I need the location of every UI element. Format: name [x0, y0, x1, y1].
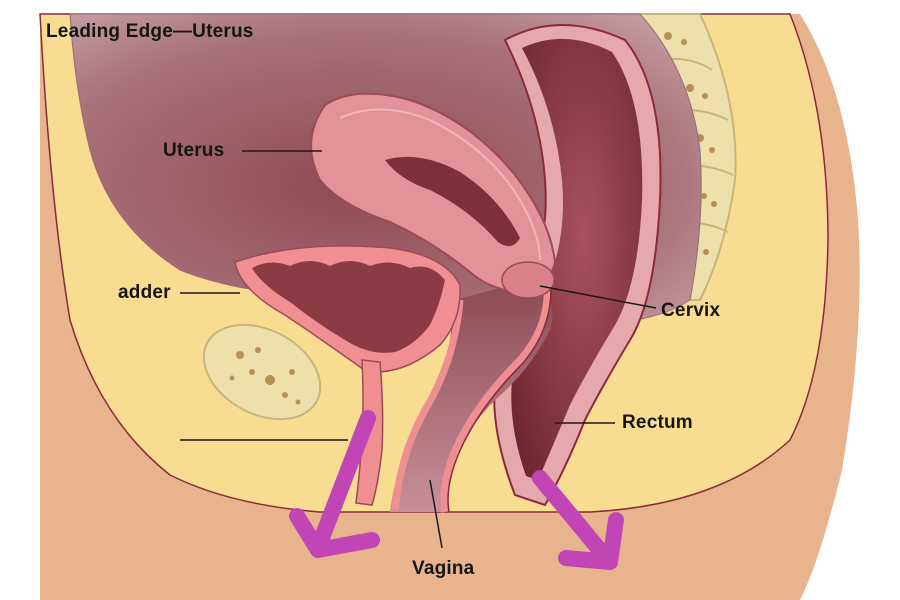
label-rectum: Rectum: [622, 412, 693, 433]
vagina: [390, 280, 553, 512]
leader-lines: [180, 150, 657, 549]
bladder-lumen: [252, 261, 445, 353]
arrow-down-right-icon: [532, 470, 624, 570]
arrow-down-left-icon: [289, 410, 380, 558]
label-cervix: Cervix: [661, 300, 721, 321]
vagina-wall-back-line: [447, 261, 552, 513]
rectum-cavity: [511, 38, 643, 481]
uterus-cavity: [385, 156, 520, 247]
label-vagina: Vagina: [412, 558, 475, 579]
vagina-wall-front: [391, 299, 464, 511]
pubic-bone: [202, 323, 322, 421]
vagina-wall-back: [440, 269, 551, 513]
cervix: [501, 261, 555, 299]
sacrum-dots: [664, 32, 717, 255]
pubic-bone-dots: [229, 347, 301, 405]
diagram-title: Leading Edge—Uterus: [46, 21, 254, 42]
label-uterus: Uterus: [163, 140, 225, 161]
label-bladder: adder: [118, 282, 171, 303]
uterus-inner-wall: [339, 108, 541, 261]
